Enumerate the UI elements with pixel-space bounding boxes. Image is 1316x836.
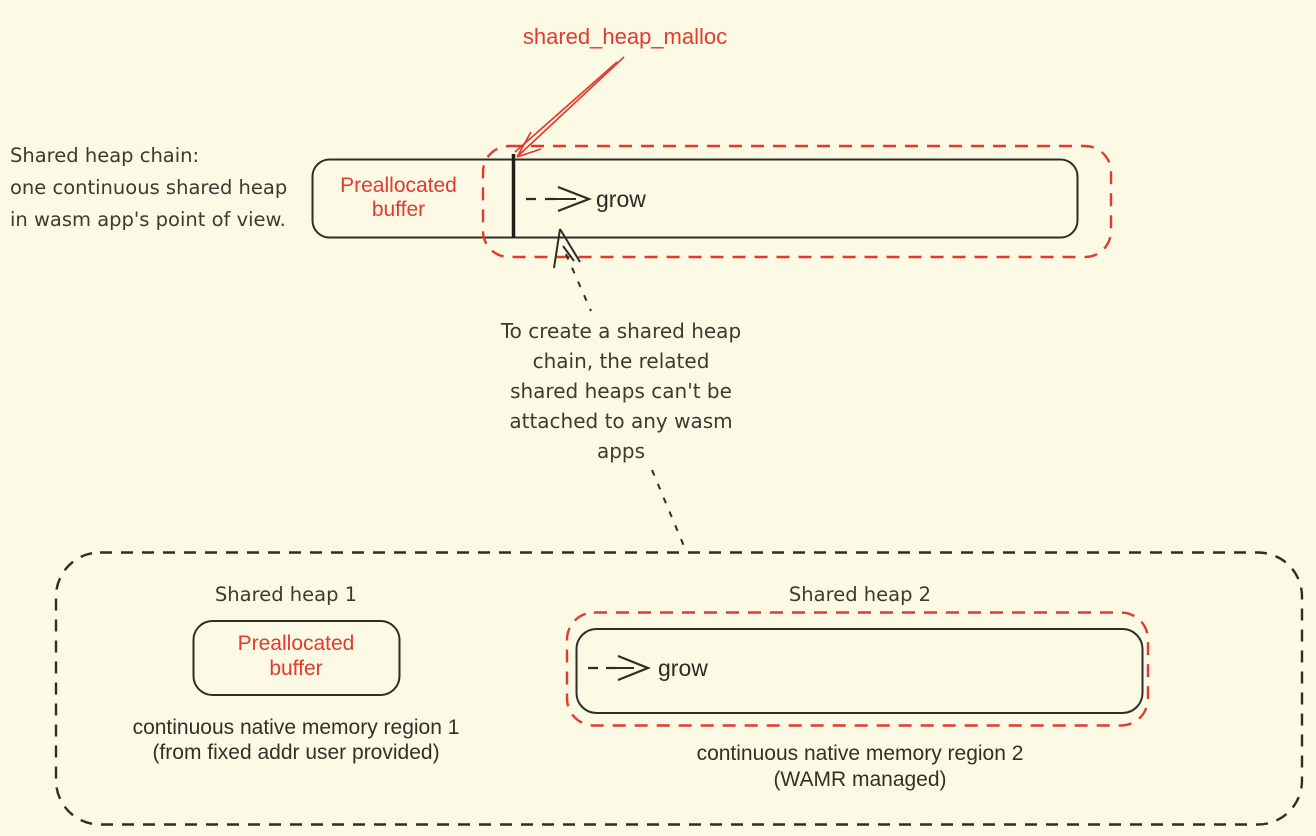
shared-heap-1-title: Shared heap 1 xyxy=(214,583,358,606)
heap-chain-description: Shared heap chain: one continuous shared… xyxy=(10,144,288,231)
shared-heap-chain-annotation: To create a shared heap chain, the relat… xyxy=(500,319,742,463)
shared-heap-chain-bar xyxy=(311,158,1079,239)
grow-arrow-bottom-icon xyxy=(588,654,651,682)
shared-heap-1-box xyxy=(192,620,401,696)
preallocated-buffer-label-bottom: Preallocated buffer xyxy=(237,632,355,680)
memory-region-2-caption: continuous native memory region 2 (WAMR … xyxy=(696,742,1024,791)
shared-heap-2-box xyxy=(575,628,1144,714)
connector-dashed-line-1 xyxy=(565,253,592,312)
preallocated-buffer-label-top: Preallocated buffer xyxy=(340,174,457,221)
grow-label-top: grow xyxy=(596,186,646,212)
growable-region-dashed-outline xyxy=(481,144,1113,259)
shared-heaps-group-dashed-outline xyxy=(54,551,1304,826)
shared-heap-2-title: Shared heap 2 xyxy=(788,583,932,606)
memory-region-1-caption: continuous native memory region 1 (from … xyxy=(132,716,460,764)
cursor-arrow-icon xyxy=(553,228,581,269)
shared-heap-2-dashed-outline xyxy=(565,611,1150,727)
connector-dashed-line-2 xyxy=(651,469,687,552)
shared-heap-malloc-label: shared_heap_malloc xyxy=(522,24,728,49)
grow-label-bottom: grow xyxy=(658,655,708,681)
malloc-arrow-icon xyxy=(514,56,625,158)
grow-arrow-top-icon xyxy=(526,185,593,213)
